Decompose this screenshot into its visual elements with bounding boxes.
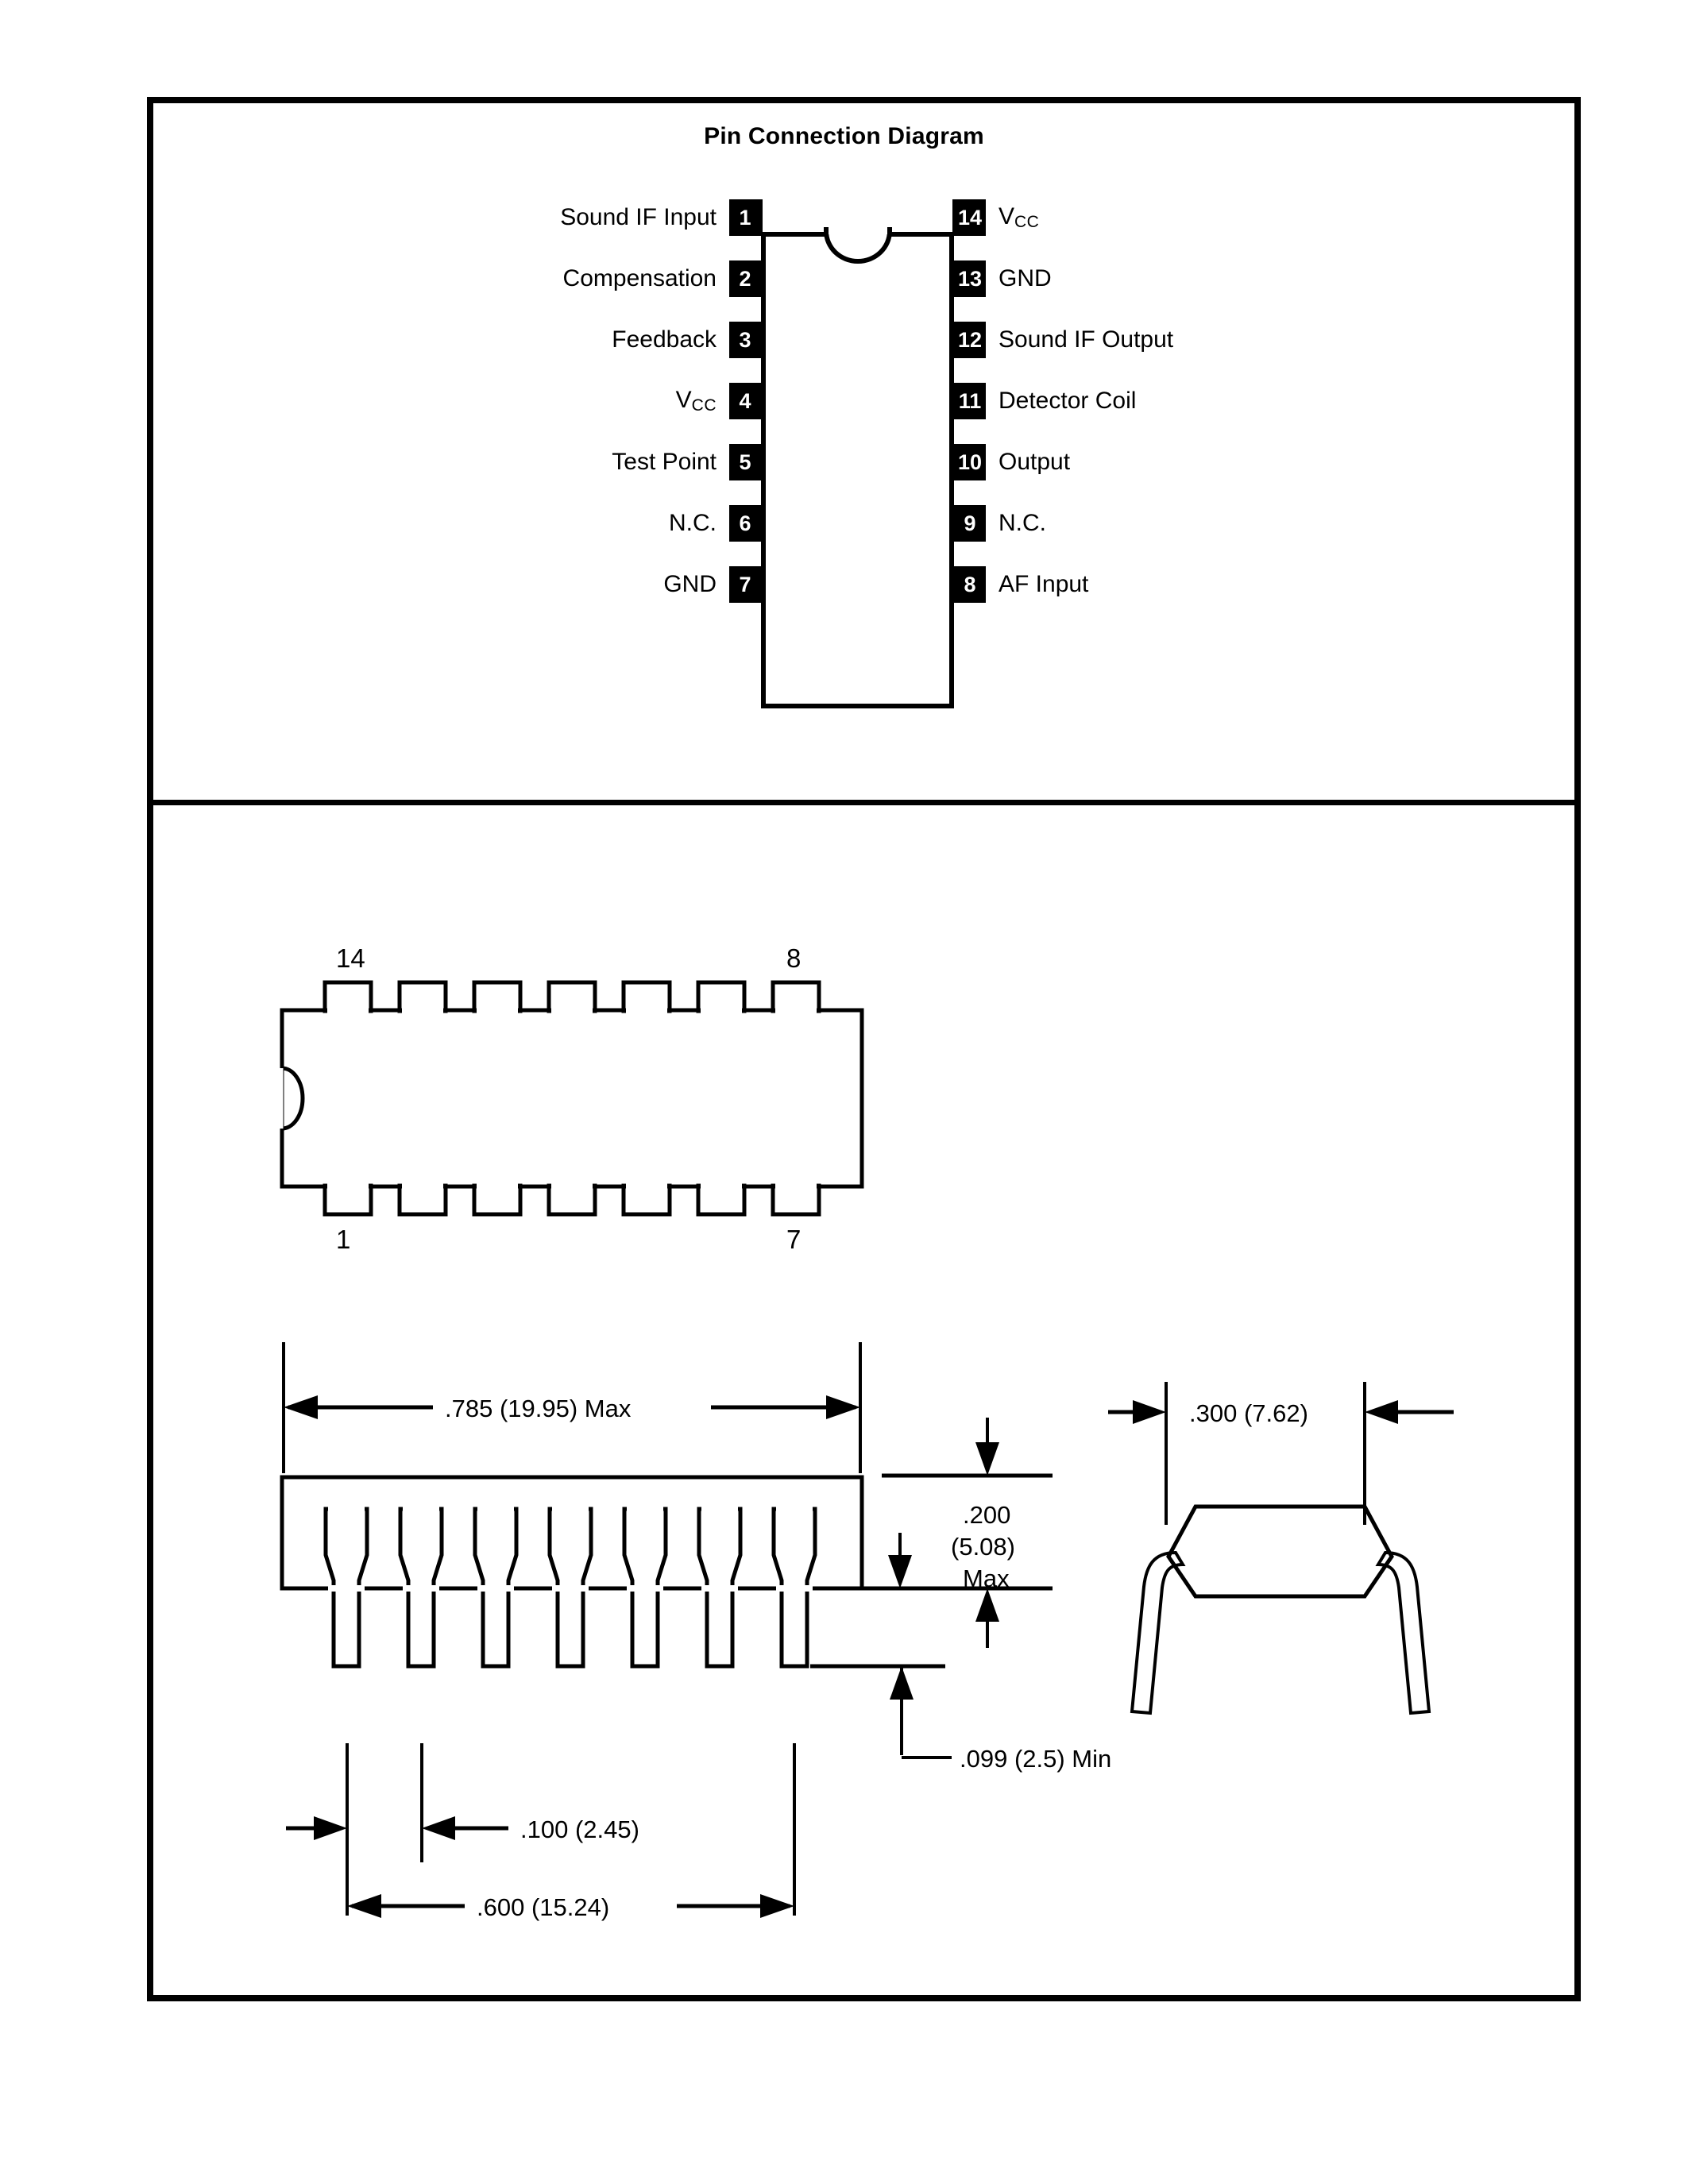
package-top-view: 14 8 1 7 <box>276 943 864 1254</box>
pin-label-7: GND <box>663 571 717 597</box>
pin-row-right-10: 10 Output <box>952 442 1397 483</box>
pin-row-left-6: N.C. 6 <box>413 503 763 544</box>
dim-lead-pitch: .100 (2.45) <box>286 1743 639 1916</box>
dim-lead-length: .099 (2.5) Min <box>810 1664 1111 1773</box>
pin-label-11: Detector Coil <box>999 388 1137 414</box>
pin-label-12: Sound IF Output <box>999 326 1174 353</box>
pin-row-right-11: 11 Detector Coil <box>952 380 1397 422</box>
pin-label-8: AF Input <box>999 571 1089 597</box>
dim-lead-pitch-label: .100 (2.45) <box>520 1815 639 1843</box>
pin-label-4-subscript: CC <box>691 396 717 415</box>
dim-lead-length-label: .099 (2.5) Min <box>960 1745 1111 1773</box>
pin-number-3: 3 <box>729 322 763 358</box>
pin-number-4: 4 <box>729 383 763 419</box>
pin-number-10: 10 <box>952 444 986 480</box>
dim-height-qualifier: Max <box>963 1565 1010 1592</box>
pin-row-right-14: 14 VCC <box>952 197 1397 238</box>
datasheet-frame <box>147 97 1581 2001</box>
pin-label-1: Sound IF Input <box>560 204 717 230</box>
pin-connection-diagram: Sound IF Input 1 Compensation 2 Feedback… <box>0 0 1688 802</box>
topview-pin-1-number: 1 <box>336 1225 350 1254</box>
pin-row-left-4: VCC 4 <box>413 380 763 422</box>
dim-row-spacing-label: .600 (15.24) <box>477 1893 609 1921</box>
pin-number-6: 6 <box>729 505 763 542</box>
pin-number-1: 1 <box>729 199 763 236</box>
pin-row-left-1: Sound IF Input 1 <box>413 197 763 238</box>
pin-label-3: Feedback <box>612 326 717 353</box>
panel-divider <box>147 800 1581 805</box>
pin-number-13: 13 <box>952 260 986 297</box>
dim-seating-height: .200 (5.08) Max <box>834 1418 1053 1648</box>
dim-body-width-label: .300 (7.62) <box>1189 1399 1308 1427</box>
dim-height-value-inch: .200 <box>963 1501 1010 1529</box>
pin-row-right-9: 9 N.C. <box>952 503 1397 544</box>
pin-label-9: N.C. <box>999 510 1046 536</box>
pin-row-left-3: Feedback 3 <box>413 319 763 361</box>
pin-number-5: 5 <box>729 444 763 480</box>
package-side-view: .785 (19.95) Max <box>280 1342 864 1669</box>
dim-row-spacing: .600 (15.24) <box>347 1743 796 1921</box>
pin-row-left-2: Compensation 2 <box>413 258 763 299</box>
pin-number-12: 12 <box>952 322 986 358</box>
chip-notch-mask <box>829 227 887 234</box>
pin-label-14: VCC <box>999 203 1040 231</box>
pin-label-5: Test Point <box>612 449 717 475</box>
pin-label-13: GND <box>999 265 1052 291</box>
pin-row-right-12: 12 Sound IF Output <box>952 319 1397 361</box>
pin-number-2: 2 <box>729 260 763 297</box>
topview-pin-8-number: 8 <box>786 943 801 973</box>
pin-row-left-5: Test Point 5 <box>413 442 763 483</box>
pin-number-9: 9 <box>952 505 986 542</box>
pin-label-6: N.C. <box>669 510 717 536</box>
chip-body-outline <box>761 232 954 708</box>
pin-number-11: 11 <box>952 383 986 419</box>
pin-label-14-subscript: CC <box>1014 213 1040 231</box>
pin-number-7: 7 <box>729 566 763 603</box>
topview-pin-7-number: 7 <box>786 1225 801 1254</box>
pin-number-14: 14 <box>952 199 986 236</box>
pin-row-right-8: 8 AF Input <box>952 564 1397 605</box>
pin-number-8: 8 <box>952 566 986 603</box>
topview-pin-14-number: 14 <box>336 943 365 973</box>
pin-label-2: Compensation <box>562 265 717 291</box>
dim-body-length-label: .785 (19.95) Max <box>445 1395 632 1422</box>
pin-row-left-7: GND 7 <box>413 564 763 605</box>
page-title: Pin Connection Diagram <box>704 123 984 149</box>
pin-label-4: VCC <box>675 387 717 415</box>
dim-height-value-mm: (5.08) <box>951 1533 1015 1561</box>
package-end-view: .300 (7.62) <box>1108 1382 1454 1715</box>
pin-row-right-13: 13 GND <box>952 258 1397 299</box>
pin-label-10: Output <box>999 449 1071 475</box>
